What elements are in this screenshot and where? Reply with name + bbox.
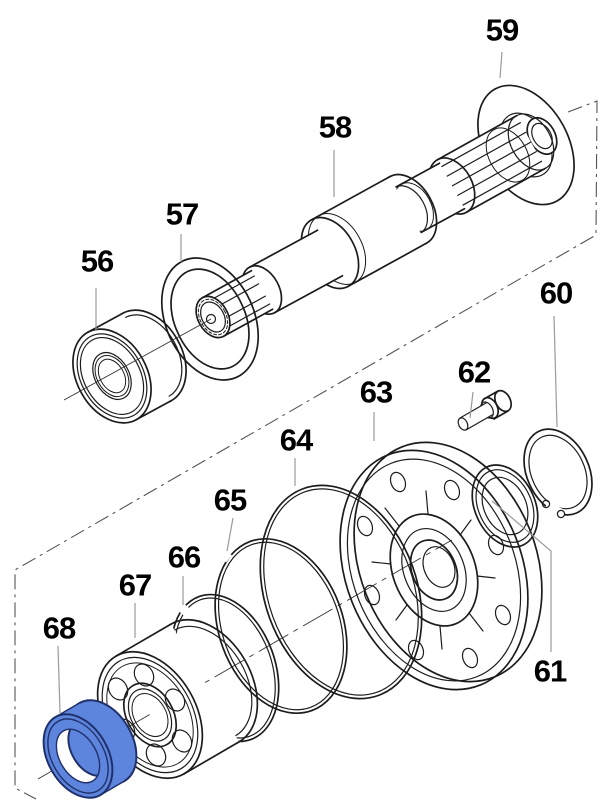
- part-label-67: 67: [119, 568, 151, 603]
- part-67-ball-bearing: [96, 618, 259, 780]
- part-label-57: 57: [166, 197, 198, 232]
- part-64-ring: [259, 484, 423, 700]
- part-labels-layer: 56 57 58 59 60 61 62 63 64 65 66 67 68: [43, 13, 573, 714]
- leader-line-68: [57, 645, 61, 714]
- part-label-61: 61: [534, 654, 567, 689]
- part-60-circlip: [523, 428, 593, 524]
- leader-line-60: [553, 315, 558, 428]
- part-label-62: 62: [458, 355, 490, 390]
- part-label-66: 66: [168, 540, 201, 575]
- part-57-ring: [160, 257, 260, 381]
- upper-centerline: [63, 318, 212, 401]
- part-63-flange: [339, 441, 543, 691]
- part-label-58: 58: [319, 110, 352, 145]
- part-label-63: 63: [360, 375, 393, 410]
- part-label-56: 56: [81, 244, 114, 279]
- part-label-68: 68: [43, 611, 76, 646]
- part-65-ring: [214, 537, 348, 715]
- part-label-59: 59: [486, 13, 519, 48]
- boundary-dashdot-line: [14, 100, 598, 800]
- part-62-bolt: [457, 389, 513, 431]
- leader-line-62: [469, 391, 474, 419]
- leader-line-59: [499, 51, 503, 79]
- part-68-spacer-ring-highlighted: [42, 699, 138, 799]
- leader-line-61: [491, 500, 552, 652]
- part-58-shaft: [195, 113, 558, 339]
- leader-line-65: [226, 517, 234, 552]
- part-61-seal-ring: [471, 464, 539, 548]
- part-label-60: 60: [540, 276, 572, 311]
- part-label-65: 65: [214, 483, 247, 518]
- part-56-needle-bearing: [72, 309, 187, 424]
- part-label-64: 64: [280, 423, 314, 458]
